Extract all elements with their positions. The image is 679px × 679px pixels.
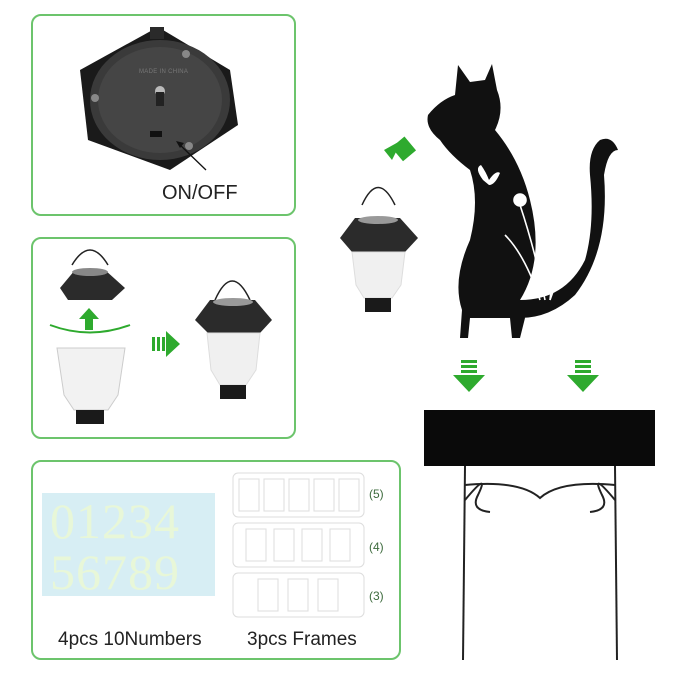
on-off-label: ON/OFF <box>162 182 238 204</box>
frame-count-4: (4) <box>369 540 384 554</box>
green-arrow-icon <box>453 360 599 392</box>
numbers-row-2: 56789 <box>50 544 180 600</box>
frame-count-5: (5) <box>369 487 384 501</box>
flower-icon <box>504 193 582 301</box>
butterfly-icon <box>477 163 548 185</box>
assembly-panel <box>31 237 296 439</box>
frames-label: 3pcs Frames <box>247 629 357 650</box>
numbers-label: 4pcs 10Numbers <box>58 629 202 650</box>
glow-numbers-sheet <box>42 493 215 596</box>
cat-silhouette-icon <box>427 64 618 338</box>
made-in-china-text: MADE IN CHINA <box>139 69 189 75</box>
hanging-lantern-icon <box>340 186 418 312</box>
frame-count-3: (3) <box>369 589 384 603</box>
metal-stand-icon <box>462 465 618 661</box>
green-arrow-icon <box>384 136 417 162</box>
numbers-row-1: 01234 <box>50 493 180 549</box>
sign-board-icon <box>424 410 655 466</box>
